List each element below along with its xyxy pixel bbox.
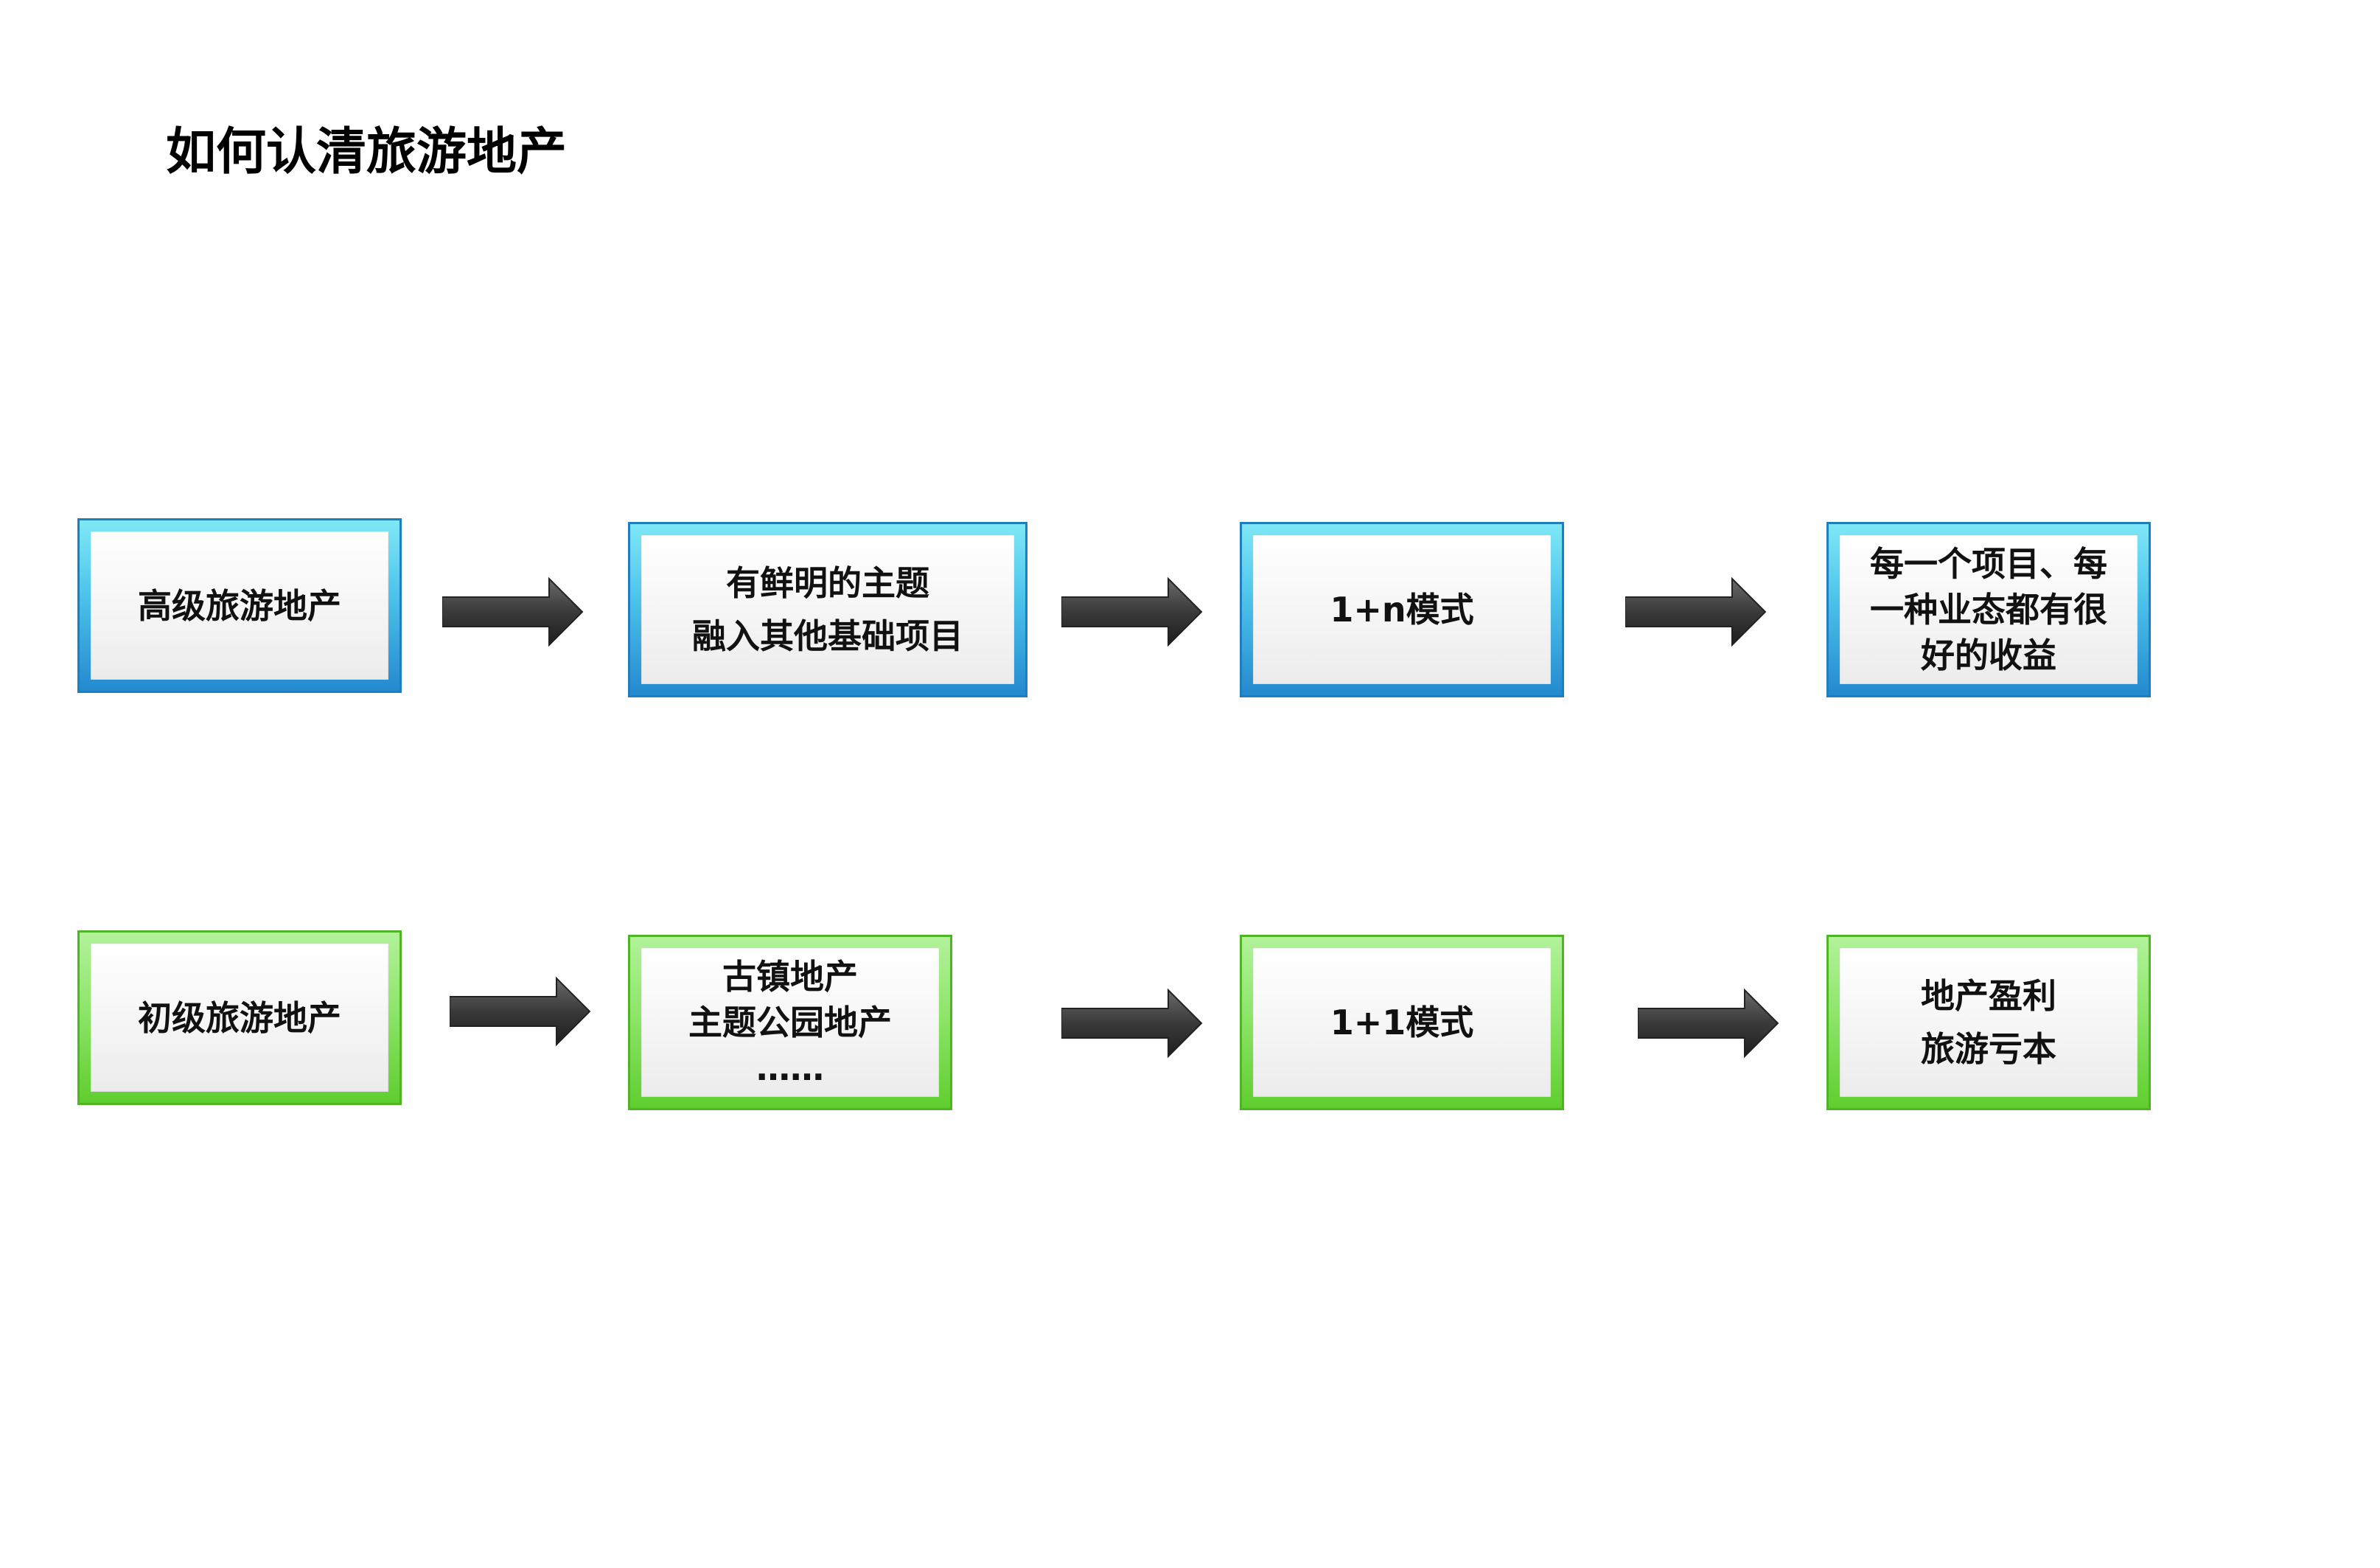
stage-label-line-2: 一种业态都有很 — [1870, 590, 2107, 630]
stage-label-line-1: 古镇地产 — [722, 957, 858, 997]
stage-town-and-theme-park: 古镇地产 主题公园地产 …… — [628, 935, 952, 1110]
stage-label-line-2: 融入其他基础项目 — [692, 616, 963, 656]
arrow-right-icon — [1061, 988, 1203, 1059]
stage-clear-theme: 有鲜明的主题 融入其他基础项目 — [628, 522, 1027, 697]
stage-profit-and-loss: 地产盈利 旅游亏本 — [1826, 935, 2151, 1110]
stage-good-returns: 每一个项目、每 一种业态都有很 好的收益 — [1826, 522, 2151, 697]
arrow-right-icon — [1638, 988, 1779, 1059]
stage-label-line-2: 主题公园地产 — [688, 1003, 892, 1042]
stage-label-line-1: 地产盈利 — [1921, 976, 2056, 1016]
arrow-right-icon — [1625, 576, 1767, 647]
arrow-right-icon — [1061, 576, 1203, 647]
stage-label-line-3: 好的收益 — [1921, 635, 2056, 675]
arrow-right-icon — [450, 976, 591, 1047]
arrow-right-icon — [442, 576, 584, 647]
stage-basic-tourism-realestate: 初级旅游地产 — [77, 930, 402, 1105]
stage-label: 1+n模式 — [1330, 590, 1474, 630]
stage-label: 1+1模式 — [1330, 1003, 1474, 1042]
stage-label: 初级旅游地产 — [138, 997, 341, 1038]
stage-label: 高级旅游地产 — [138, 585, 341, 626]
stage-label-line-1: 有鲜明的主题 — [726, 563, 929, 603]
stage-label-line-1: 每一个项目、每 — [1870, 544, 2107, 584]
stage-1-plus-1-model: 1+1模式 — [1240, 935, 1564, 1110]
stage-label-line-3: …… — [756, 1048, 824, 1088]
stage-advanced-tourism-realestate: 高级旅游地产 — [77, 518, 402, 693]
stage-label-line-2: 旅游亏本 — [1921, 1029, 2056, 1069]
page-title: 如何认清旅游地产 — [166, 123, 568, 181]
stage-1-plus-n-model: 1+n模式 — [1240, 522, 1564, 697]
